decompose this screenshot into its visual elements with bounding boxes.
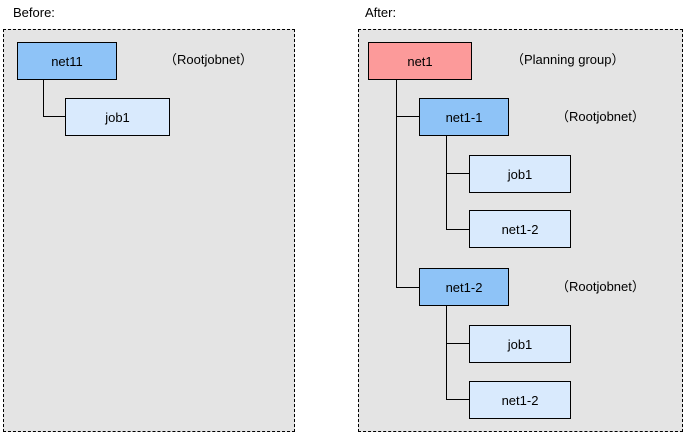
connector-line	[396, 287, 419, 288]
node-group1-job1-label: job1	[507, 166, 533, 182]
node-group1-job1: job1	[469, 155, 571, 193]
before-title: Before:	[13, 5, 55, 20]
node-net1-1: net1-1	[419, 98, 509, 136]
connector-line	[43, 116, 65, 117]
after-root-annotation: （Planning group）	[511, 52, 625, 67]
group1-annotation: （Rootjobnet）	[556, 109, 645, 124]
node-net1: net1	[368, 42, 472, 80]
node-net11: net11	[17, 42, 117, 80]
connector-line	[446, 136, 447, 230]
node-group1-net1-2-label: net1-2	[501, 221, 539, 237]
node-job1-before-label: job1	[105, 109, 130, 125]
before-root-annotation: （Rootjobnet）	[164, 52, 253, 67]
connector-line	[446, 173, 469, 174]
connector-line	[396, 116, 419, 117]
connector-line	[446, 306, 447, 400]
connector-line	[446, 343, 469, 344]
node-group2-net1-2: net1-2	[469, 381, 571, 419]
node-group2-job1-label: job1	[507, 336, 533, 352]
group2-annotation: （Rootjobnet）	[556, 279, 645, 294]
connector-line	[43, 80, 44, 117]
node-net1-2: net1-2	[419, 268, 509, 306]
connector-line	[396, 80, 397, 288]
node-group2-net1-2-label: net1-2	[501, 392, 539, 408]
node-net1-label: net1	[407, 53, 433, 69]
node-job1-before: job1	[65, 98, 170, 136]
after-title: After:	[365, 5, 397, 20]
node-net1-1-label: net1-1	[445, 109, 483, 125]
node-group1-net1-2: net1-2	[469, 210, 571, 248]
before-panel	[3, 29, 295, 432]
node-net11-label: net11	[51, 53, 83, 69]
connector-line	[446, 229, 469, 230]
connector-line	[446, 399, 469, 400]
node-net1-2-label: net1-2	[445, 279, 483, 295]
node-group2-job1: job1	[469, 325, 571, 363]
